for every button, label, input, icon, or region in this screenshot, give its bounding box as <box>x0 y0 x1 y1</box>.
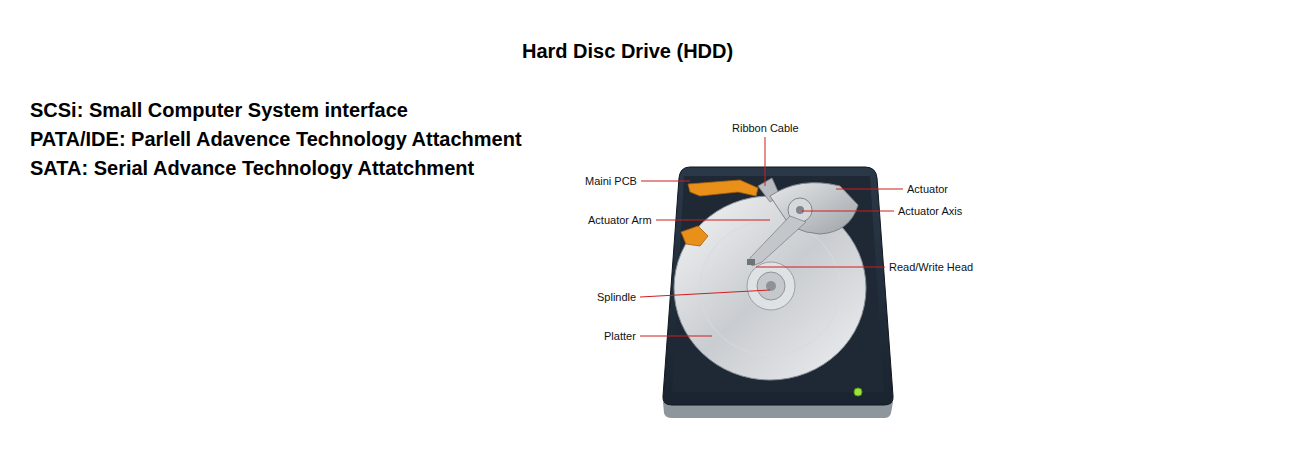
spindle-hub <box>747 262 795 310</box>
acronym-definition: SATA: Serial Advance Technology Attatchm… <box>30 157 474 180</box>
actuator-arm-shape <box>750 216 806 266</box>
leader-line <box>640 336 712 337</box>
spindle-center <box>766 281 776 291</box>
leader-line <box>802 211 894 212</box>
drive-housing <box>663 167 893 405</box>
part-label: Actuator Axis <box>898 205 962 217</box>
part-label: Actuator Arm <box>588 214 652 226</box>
leader-line <box>756 267 885 268</box>
head-slider <box>747 259 755 265</box>
spindle-inner <box>757 272 785 300</box>
part-label: Actuator <box>907 183 948 195</box>
leader-line <box>765 137 766 186</box>
acronym-definition: SCSi: Small Computer System interface <box>30 99 408 122</box>
part-label: Maini PCB <box>585 175 637 187</box>
actuator-pivot-center <box>796 206 804 214</box>
diagram-title: Hard Disc Drive (HDD) <box>522 40 733 63</box>
drive-well <box>672 176 884 392</box>
status-led <box>854 388 862 396</box>
part-label: Read/Write Head <box>889 261 973 273</box>
part-label: Platter <box>604 330 636 342</box>
part-label: Splindle <box>597 291 636 303</box>
latch-part <box>681 226 708 246</box>
part-label: Ribbon Cable <box>732 122 799 134</box>
leader-line <box>836 189 903 190</box>
leader-line <box>640 290 770 297</box>
flex-connector <box>688 180 758 196</box>
leader-line <box>656 220 770 221</box>
leader-line <box>641 181 690 182</box>
acronym-definition: PATA/IDE: Parlell Adavence Technology At… <box>30 128 522 151</box>
